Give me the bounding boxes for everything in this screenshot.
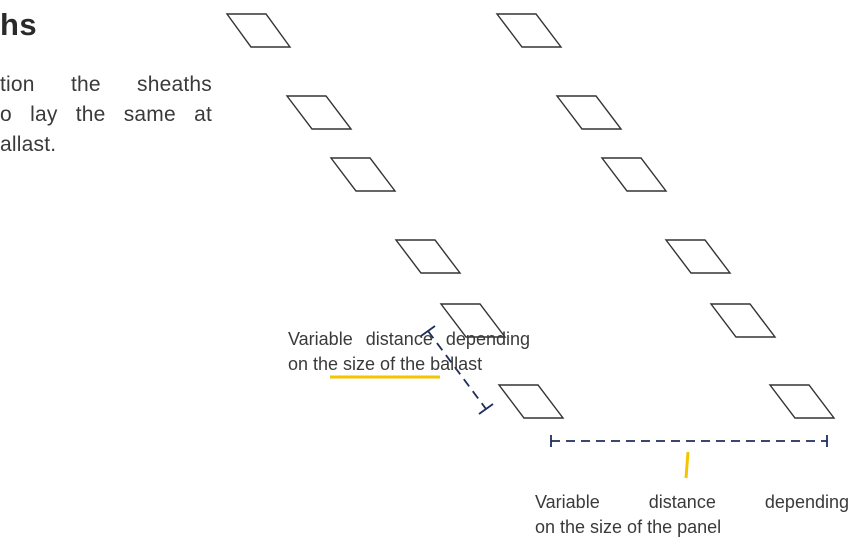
sheath-outline [664,239,732,274]
panel-leader-line [684,451,690,479]
dimension-dashes [427,330,487,410]
panel-note-line-1: Variable distance depending [535,492,849,512]
panel-note-line-2: on the size of the panel [535,517,722,537]
sheath-outline [555,95,623,130]
ballast-note-line-1: Variable distance depending [288,329,530,349]
intro-line-1: tion the sheaths [0,73,212,96]
sheath-outline [768,384,836,419]
sheath-outline [394,239,462,274]
sheath-outline [225,13,292,48]
panel-dimension-line [550,435,828,447]
sheath-outline [497,384,565,419]
ballast-note-line-2: on the size of the ballast [288,354,483,374]
sheath-outline [329,157,397,192]
right-sheath-column [495,13,836,419]
intro-line-2: o lay the same at [0,103,212,126]
dimension-tick [478,403,494,415]
sheath-outline [439,303,507,338]
ballast-dimension-line [420,325,494,415]
page-title: hs [0,7,38,42]
sheath-outline [495,13,563,48]
sheath-outline [600,157,668,192]
intro-text: tion the sheaths o lay the same at allas… [0,70,212,160]
panel-distance-note: Variable distance depending on the size … [535,490,849,540]
intro-line-3: allast. [0,133,57,156]
sheath-outline [709,303,777,338]
sheath-outline [285,95,353,130]
left-sheath-column [225,13,565,419]
ballast-distance-note: Variable distance depending on the size … [288,327,530,377]
dimension-tick [420,325,436,337]
